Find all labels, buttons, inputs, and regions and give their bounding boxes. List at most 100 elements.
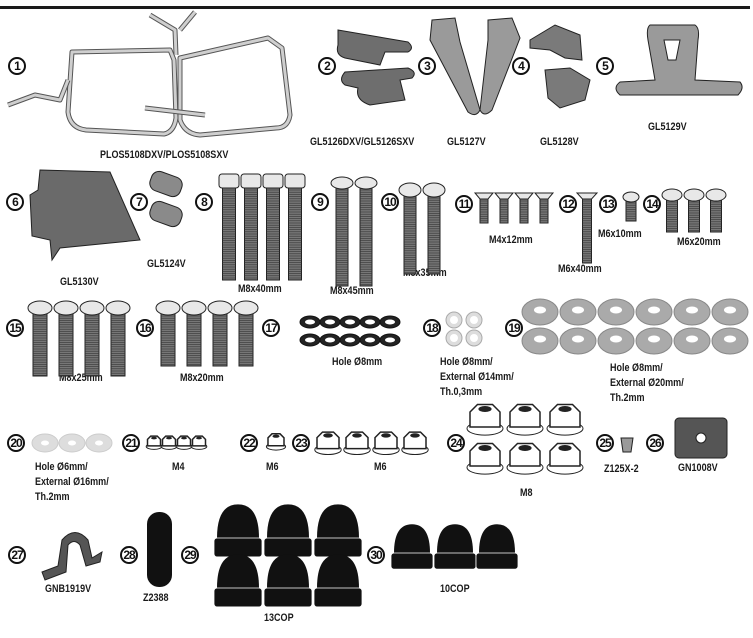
item-number-24: 24 — [447, 434, 465, 452]
nut-cap-icon — [267, 554, 309, 588]
screw-icon — [105, 300, 131, 377]
nut-cap-icon — [267, 504, 309, 538]
item-number-17: 17 — [262, 319, 280, 337]
label-item-20-line3: Th.2mm — [35, 491, 70, 503]
mounting-plate-icons — [336, 29, 415, 106]
nut-cap-icon — [317, 504, 359, 538]
screw-icon — [240, 173, 262, 281]
item-number-14: 14 — [643, 195, 661, 213]
screw-icon — [155, 300, 181, 367]
label-item-19-line3: Th.2mm — [610, 392, 645, 404]
item-number-22: 22 — [240, 434, 258, 452]
screw-icon — [207, 300, 233, 367]
item-number-18: 18 — [423, 319, 441, 337]
screw-icon — [79, 300, 105, 377]
label-item-19-line1: Hole Ø8mm/ — [610, 362, 663, 374]
screw-icon — [661, 188, 683, 233]
item-number-1: 1 — [8, 57, 26, 75]
label-item-30: 10COP — [440, 583, 470, 595]
screw-icon — [53, 300, 79, 377]
nut-cap-icon — [479, 524, 515, 553]
screw-icon — [181, 300, 207, 367]
item-number-10: 10 — [381, 193, 399, 211]
header-rule — [0, 6, 750, 9]
item-number-9: 9 — [311, 193, 329, 211]
label-item-6: GL5130V — [60, 276, 99, 288]
label-item-18-line2: External Ø14mm/ — [440, 371, 514, 383]
label-item-1: PLOS5108DXV/PLOS5108SXV — [100, 149, 229, 161]
label-item-17: Hole Ø8mm — [332, 356, 383, 368]
label-item-7: GL5124V — [147, 258, 186, 270]
screw-icon — [683, 188, 705, 233]
label-item-21: M4 — [172, 461, 185, 473]
label-item-27: GNB1919V — [45, 583, 92, 595]
label-item-23: M6 — [374, 461, 387, 473]
item-number-23: 23 — [292, 434, 310, 452]
spacer-bushing-icon — [620, 437, 634, 453]
label-item-20-line2: External Ø16mm/ — [35, 476, 109, 488]
screw-icon — [284, 173, 306, 281]
screw-icon — [575, 192, 599, 264]
label-item-18-line1: Hole Ø8mm/ — [440, 356, 493, 368]
label-item-26: GN1008V — [678, 462, 718, 474]
label-item-22: M6 — [266, 461, 279, 473]
item-number-28: 28 — [120, 546, 138, 564]
item-number-7: 7 — [130, 193, 148, 211]
item-number-16: 16 — [136, 319, 154, 337]
label-item-24: M8 — [520, 487, 533, 499]
item-number-26: 26 — [646, 434, 664, 452]
nut-plate-icons — [149, 170, 183, 228]
rubber-pad-icon — [674, 417, 728, 459]
cover-plate-icon — [29, 169, 141, 262]
item-number-30: 30 — [367, 546, 385, 564]
label-item-12: M6x40mm — [558, 263, 602, 275]
screw-icon — [354, 176, 378, 287]
item-number-8: 8 — [195, 193, 213, 211]
nut-cap-icon — [317, 554, 359, 588]
screw-icon — [493, 192, 515, 224]
label-item-16: M8x20mm — [180, 372, 224, 384]
item-number-13: 13 — [599, 195, 617, 213]
nut-cap-icon — [394, 524, 430, 553]
hardware-group — [31, 298, 749, 608]
screw-icon — [27, 300, 53, 377]
label-item-29: 13COP — [264, 612, 294, 624]
nut-cap-icon — [217, 504, 259, 538]
label-item-2-3: GL5126DXV/GL5126SXV — [310, 136, 415, 148]
screw-icon — [233, 300, 259, 367]
pannier-frame-icon — [7, 10, 293, 138]
screw-icon — [398, 182, 422, 275]
rubber-strip-icon — [147, 512, 172, 587]
screw-icon — [262, 173, 284, 281]
label-item-9: M8x45mm — [330, 285, 374, 297]
item-number-4: 4 — [512, 57, 530, 75]
v-bracket-icon — [429, 17, 521, 116]
label-item-8: M8x40mm — [238, 283, 282, 295]
label-item-5: GL5128V — [540, 136, 579, 148]
label-item-5b: GL5129V — [648, 121, 687, 133]
t-plate-icon — [615, 24, 743, 96]
item-number-11: 11 — [455, 195, 473, 213]
angle-bracket-icons — [529, 24, 591, 109]
label-item-25: Z125X-2 — [604, 463, 639, 475]
label-item-20-line1: Hole Ø6mm/ — [35, 461, 88, 473]
screws-group — [27, 173, 727, 377]
item-number-27: 27 — [8, 546, 26, 564]
item-number-5: 5 — [596, 57, 614, 75]
item-number-15: 15 — [6, 319, 24, 337]
screw-icon — [622, 191, 640, 222]
nut-cap-icon — [437, 524, 473, 553]
item-number-29: 29 — [181, 546, 199, 564]
label-item-11: M4x12mm — [489, 234, 533, 246]
item-number-2: 2 — [318, 57, 336, 75]
screw-icon — [705, 188, 727, 233]
item-number-20: 20 — [7, 434, 25, 452]
screw-icon — [330, 176, 354, 287]
item-number-25: 25 — [596, 434, 614, 452]
screw-icon — [513, 192, 535, 224]
u-clamp-icon — [41, 532, 103, 581]
label-item-18-line3: Th.0,3mm — [440, 386, 483, 398]
item-number-12: 12 — [559, 195, 577, 213]
label-item-19-line2: External Ø20mm/ — [610, 377, 684, 389]
